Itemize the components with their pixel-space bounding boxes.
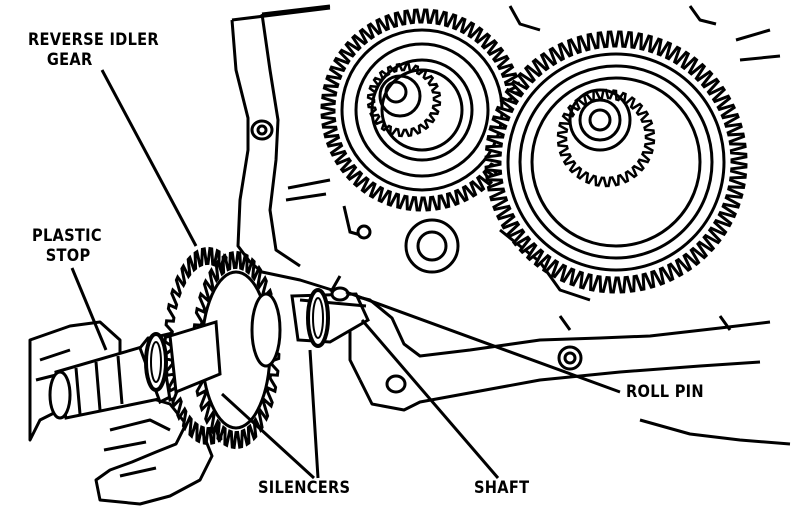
label-plastic-stop-line2: STOP (45, 246, 91, 266)
gear-hub-1 (578, 98, 622, 142)
transmission-case (230, 4, 791, 446)
gear-hub (378, 74, 422, 118)
leader-lines (70, 69, 621, 480)
leader-reverse-idler-gear (100, 69, 198, 247)
leader-silencer-1 (220, 392, 316, 480)
label-shaft: SHAFT (474, 478, 530, 498)
gear-spline (366, 62, 442, 138)
silencer-ring-inner-1 (150, 341, 162, 383)
gear-hub-0 (568, 88, 632, 152)
label-reverse-idler-gear-line2: GEAR (46, 50, 93, 70)
label-plastic-stop-line1: PLASTIC (32, 226, 102, 246)
gear-hub-2 (588, 108, 612, 132)
silencer-ring-2 (306, 288, 330, 348)
case-bolts (250, 119, 583, 394)
label-reverse-idler-gear-line1: REVERSE IDLER (28, 30, 159, 50)
gear-ring-1 (518, 64, 714, 260)
gear-ring-2 (530, 76, 702, 248)
mainshaft-gear (320, 8, 524, 212)
leader-roll-pin (345, 290, 621, 394)
label-plastic-stop: PLASTIC STOP (32, 226, 102, 266)
label-roll-pin: ROLL PIN (626, 382, 704, 402)
silencer-rings (144, 288, 330, 392)
gear-teeth-outer (484, 30, 748, 294)
countershaft-gear (484, 30, 748, 294)
label-silencers: SILENCERS (258, 478, 351, 498)
leader-plastic-stop (70, 267, 108, 351)
reverse-idler-gear (163, 246, 282, 450)
gear-ring-0 (506, 52, 726, 272)
gear-ring-3 (380, 68, 464, 152)
gear-ring-1 (354, 42, 490, 178)
leader-silencer-2 (308, 349, 320, 479)
leader-shaft (360, 319, 500, 479)
label-reverse-idler-gear: REVERSE IDLER GEAR (28, 30, 159, 70)
silencer-ring-inner-2 (312, 297, 324, 339)
gear-bore (384, 80, 408, 104)
idler-boss (250, 292, 282, 368)
idler-hub (168, 320, 222, 395)
gear-ring-2 (370, 58, 474, 162)
gear-teeth-outer (320, 8, 524, 212)
silencer-ring-1 (144, 332, 168, 392)
